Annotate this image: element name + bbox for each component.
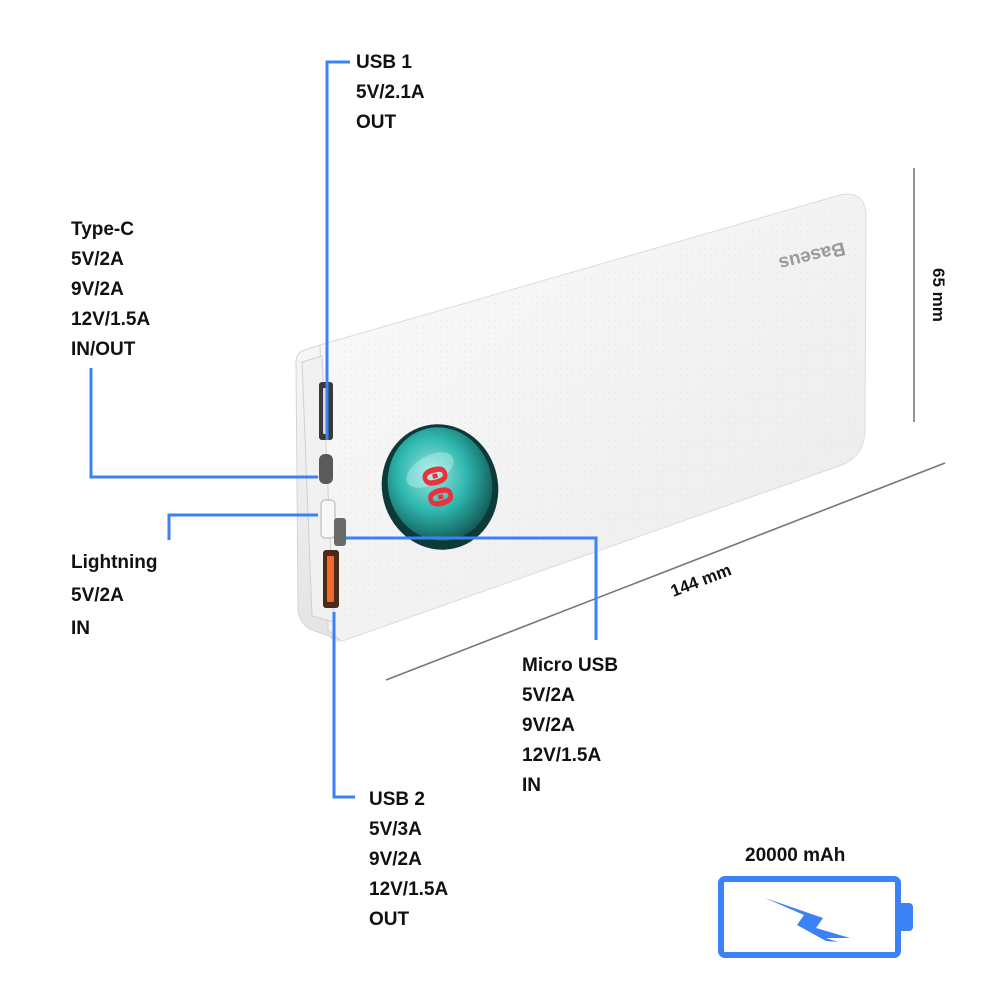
usb1-mode: OUT: [356, 112, 397, 133]
usb2-mode: OUT: [369, 909, 410, 930]
usb1-spec: 5V/2.1A: [356, 82, 425, 103]
typec-spec-3: 12V/1.5A: [71, 309, 151, 330]
typec-port: [319, 454, 333, 484]
height-dimension-label: 65 mm: [929, 268, 948, 322]
lightning-callout-line: [167, 513, 318, 540]
microusb-label: Micro USB 5V/2A 9V/2A 12V/1.5A IN: [522, 651, 618, 801]
callout-lines: [89, 60, 598, 799]
lightning-port: [320, 499, 336, 539]
typec-callout-line: [89, 368, 318, 479]
microusb-name: Micro USB: [522, 655, 619, 676]
usb2-label: USB 2 5V/3A 9V/2A 12V/1.5A OUT: [369, 785, 448, 935]
typec-label: Type-C 5V/2A 9V/2A 12V/1.5A IN/OUT: [71, 215, 150, 365]
battery-display: 00: [381, 424, 499, 550]
battery-icon: [718, 876, 913, 958]
usb2-name: USB 2: [369, 789, 425, 810]
usb2-spec-2: 9V/2A: [369, 849, 422, 870]
length-dimension-line: [385, 462, 946, 681]
typec-name: Type-C: [71, 219, 134, 240]
typec-spec-2: 9V/2A: [71, 279, 124, 300]
usb2-spec-3: 12V/1.5A: [369, 879, 449, 900]
usb1-label: USB 1 5V/2.1A OUT: [356, 48, 425, 138]
lightning-mode: IN: [71, 618, 90, 639]
usb1-callout-line: [325, 60, 350, 440]
usb2-port-inner: [327, 556, 334, 602]
microusb-mode: IN: [522, 775, 541, 796]
power-bank: 00 Baseus: [295, 193, 867, 642]
lightning-name: Lightning: [71, 552, 158, 573]
microusb-spec-2: 9V/2A: [522, 715, 575, 736]
lightning-bolt-icon: [765, 898, 850, 942]
microusb-spec-3: 12V/1.5A: [522, 745, 602, 766]
typec-mode: IN/OUT: [71, 339, 136, 360]
microusb-port: [334, 518, 346, 546]
lightning-spec: 5V/2A: [71, 585, 124, 606]
battery-capacity-label: 20000 mAh: [745, 845, 846, 866]
typec-spec-1: 5V/2A: [71, 249, 124, 270]
lightning-label: Lightning 5V/2A IN: [71, 546, 158, 645]
usb2-spec-1: 5V/3A: [369, 819, 422, 840]
usb1-name: USB 1: [356, 52, 412, 73]
usb2-callout-line: [332, 612, 355, 799]
microusb-spec-1: 5V/2A: [522, 685, 575, 706]
microusb-callout-line: [346, 536, 598, 640]
